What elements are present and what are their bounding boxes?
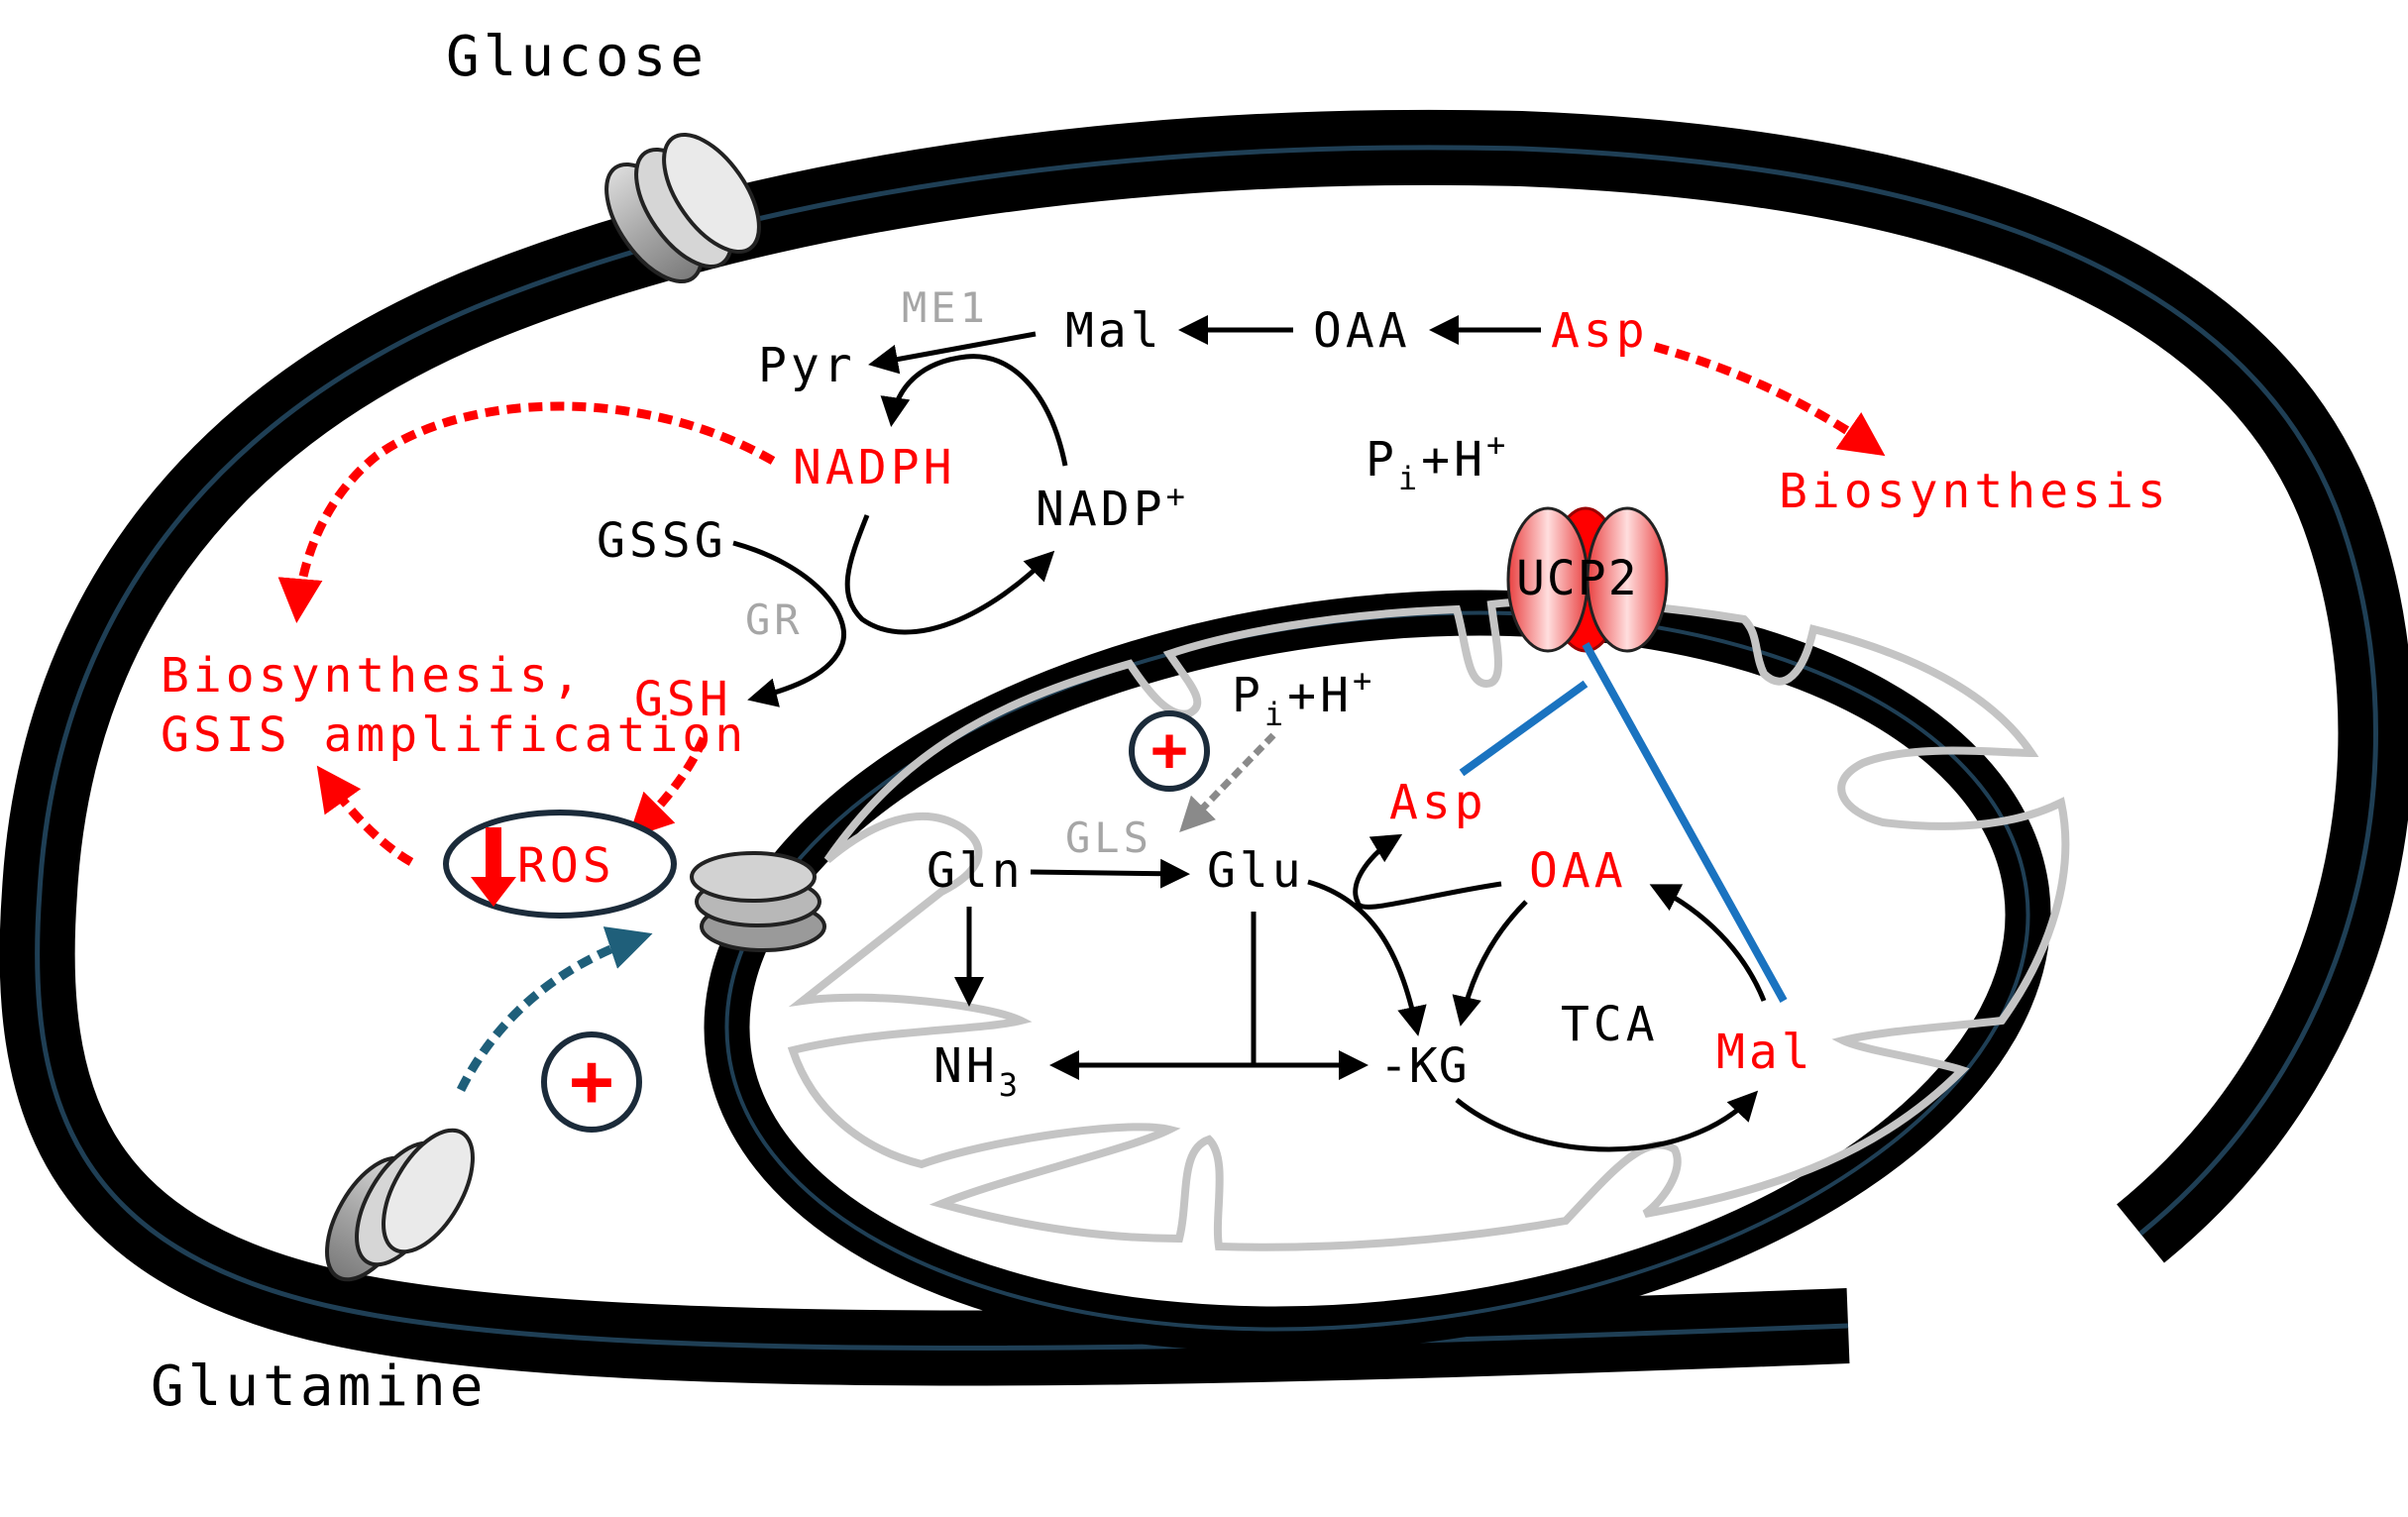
pi-sup: + (1486, 426, 1509, 464)
biosynthesis-left-label-2: GSIS amplification (161, 707, 747, 763)
me1-label: ME1 (902, 283, 989, 332)
arrow-glutamine-to-ros (456, 926, 653, 1093)
arrow-glu-to-akg (1307, 879, 1427, 1036)
arrow-nadp-to-nadph (880, 354, 1068, 467)
arrow-mal-to-oaa (1649, 884, 1767, 1002)
pi-i: i (1264, 696, 1287, 733)
mal-cyto-label: Mal (1065, 303, 1163, 359)
down-arrow-icon (471, 827, 516, 907)
arrow-mal-to-pyr (868, 331, 1037, 375)
glu-label: Glu (1207, 843, 1305, 899)
pi-h-cyto-label: Pi+H+ (1366, 426, 1509, 497)
nh3-sub: 3 (999, 1066, 1022, 1104)
ucp2-transporter (1506, 506, 1669, 653)
arrow-ros-to-biosynthesis (316, 765, 414, 866)
gr-label: GR (745, 596, 804, 644)
gssg-label: GSSG (597, 513, 727, 569)
glucose-transporter (604, 132, 761, 284)
oaa-mito-label: OAA (1529, 843, 1627, 899)
nadp-base: NADP (1036, 482, 1166, 537)
arrow-gsh-to-ros (627, 736, 709, 839)
plus-circle-bottom: + (541, 1031, 642, 1133)
pi-p: P (1232, 668, 1264, 723)
gln-label: Gln (927, 843, 1025, 899)
glucose-label: Glucose (446, 25, 708, 89)
tca-label: TCA (1561, 997, 1659, 1052)
mitochondrion (704, 590, 2070, 1353)
arrow-gln-to-glu (1030, 858, 1190, 889)
plus-icon: + (570, 1038, 614, 1124)
ucp2-links (1459, 642, 1788, 1003)
pyr-label: Pyr (758, 338, 856, 393)
cell-membrane (0, 109, 2408, 1386)
nadp-plus-label: NADP+ (1036, 478, 1189, 537)
arrow-nadph-to-biosynthesis (277, 401, 776, 623)
nh3-base: NH (933, 1038, 999, 1094)
nadph-label: NADPH (793, 440, 956, 495)
glutamine-label: Glutamine (151, 1354, 487, 1419)
pi-sup: + (1353, 662, 1375, 700)
pi-rest: +H (1421, 432, 1486, 488)
pi-i: i (1398, 460, 1421, 497)
oaa-cyto-label: OAA (1313, 303, 1411, 359)
arrow-pi-to-gls (1179, 732, 1276, 833)
red-dotted-arrows (277, 342, 1886, 866)
arrow-akg-to-mal (1455, 1090, 1759, 1152)
ros-indicator: ROS (443, 810, 677, 919)
pathway-arrows (732, 315, 1767, 1152)
arrow-oaa-to-asp (1353, 833, 1502, 910)
plus-circle-top: + (1129, 710, 1210, 792)
pi-p: P (1366, 432, 1398, 488)
gls-label: GLS (1065, 813, 1152, 862)
asp-mito-label: Asp (1389, 775, 1487, 830)
biosynthesis-left-label-1: Biosynthesis, (161, 648, 585, 704)
pi-h-mito-label: Pi+H+ (1232, 662, 1375, 733)
arrow-asp-to-biosynthesis (1653, 342, 1886, 457)
pi-rest: +H (1287, 668, 1353, 723)
biosynthesis-right-label: Biosynthesis (1779, 464, 2170, 519)
mitochondrial-glutamine-transporter (690, 851, 826, 952)
ros-label: ROS (517, 838, 615, 894)
arrow-gssg-to-gsh (732, 540, 846, 707)
cristae (787, 597, 2070, 1251)
glutamine-transporter (325, 1128, 475, 1282)
gsh-label: GSH (634, 672, 732, 727)
arrow-oaa-to-akg (1452, 900, 1528, 1027)
arrow-nadph-to-nadp (844, 514, 1055, 635)
asp-cyto-label: Asp (1551, 303, 1649, 359)
ucp2-label: UCP2 (1516, 551, 1639, 606)
labels: Glucose Glutamine ME1 Mal OAA Asp Pyr NA… (151, 25, 2170, 1419)
plus-icon: + (1150, 713, 1187, 786)
nh3-label: NH3 (933, 1038, 1022, 1104)
nadp-sup: + (1166, 478, 1189, 515)
akg-label: -KG (1379, 1038, 1469, 1094)
mal-mito-label: Mal (1716, 1025, 1814, 1080)
